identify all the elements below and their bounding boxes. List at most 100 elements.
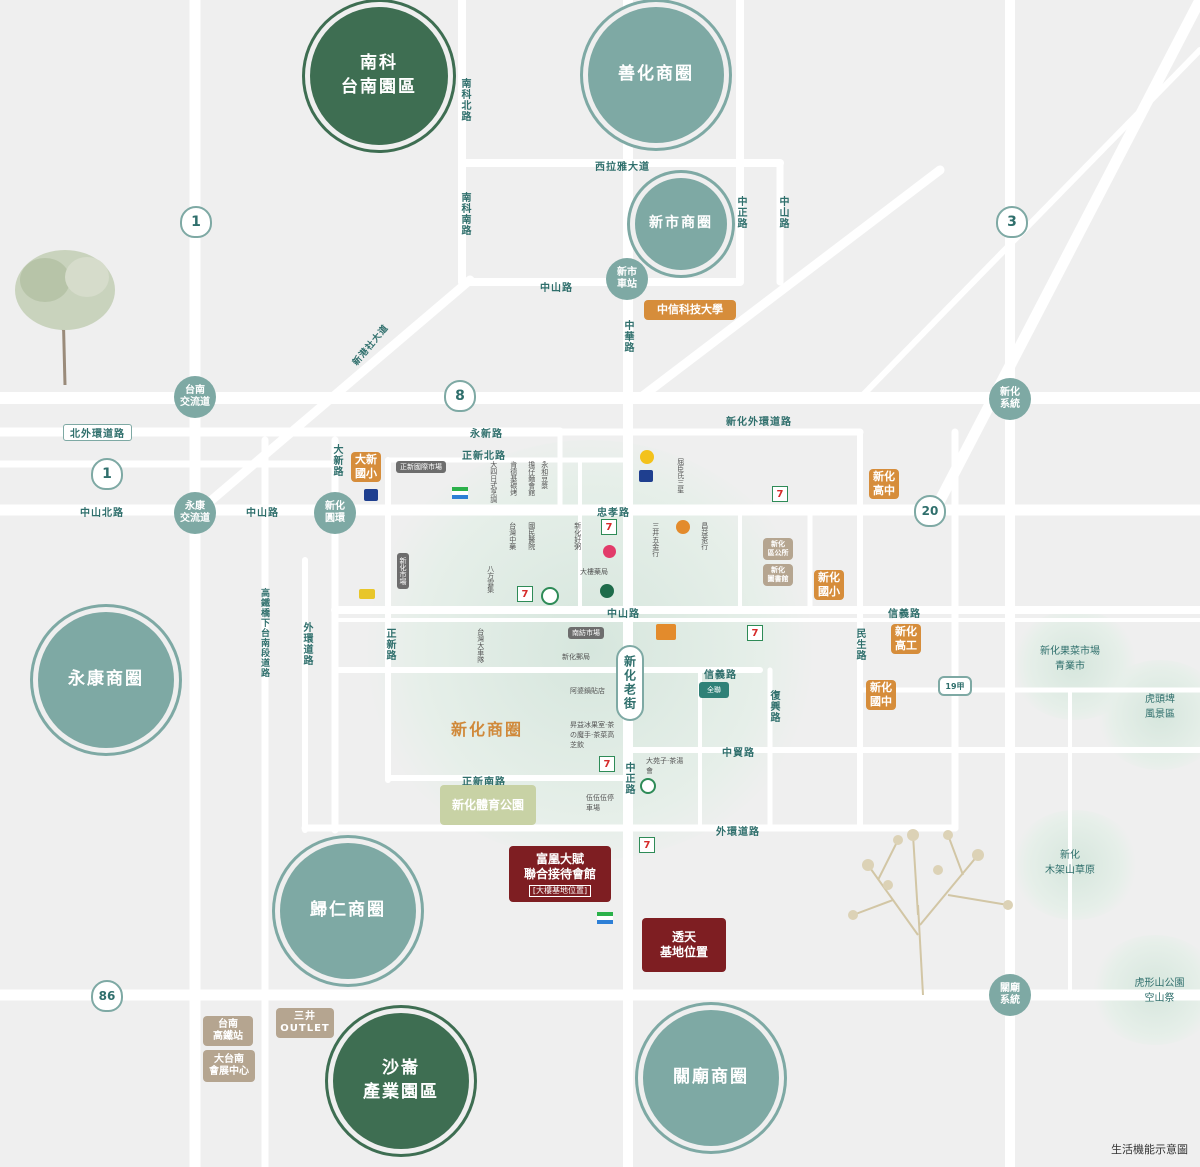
badge-sports-park[interactable]: 新化體育公園	[440, 785, 536, 825]
seven-eleven-icon[interactable]: 7	[601, 519, 617, 535]
food-icon[interactable]	[676, 520, 690, 534]
road-label-zhongzheng-north: 中正路	[735, 196, 746, 229]
shop-label: 阿婆鍋貼店	[570, 687, 605, 695]
badge-chien-kuo-university[interactable]: 中信科技大學	[644, 300, 736, 320]
badge-daxin-elementary[interactable]: 大新 國小	[351, 452, 381, 482]
badge-convention-center[interactable]: 大台南 會展中心	[203, 1050, 255, 1082]
scenic-glow-grassland	[1010, 810, 1140, 920]
food-icon[interactable]	[603, 545, 616, 558]
seven-eleven-icon[interactable]: 7	[772, 486, 788, 502]
node-xinhua-system[interactable]: 新化 系統	[989, 378, 1031, 420]
badge-mitsui-outlet[interactable]: 三井 OUTLET	[276, 1008, 334, 1038]
route-1-shield-top: 1	[180, 206, 212, 238]
family-mart-icon[interactable]	[452, 487, 468, 499]
badge-xinhua-elementary[interactable]: 新化 國小	[814, 570, 844, 600]
seven-eleven-icon[interactable]: 7	[517, 586, 533, 602]
road-label-daxin: 大新路	[331, 444, 342, 477]
seven-eleven-icon[interactable]: 7	[639, 837, 655, 853]
shop-label: 肯德基碳烤	[509, 461, 518, 496]
grocery-icon[interactable]	[640, 778, 656, 794]
node-guanmiao-system[interactable]: 關廟 系統	[989, 974, 1031, 1016]
grocery-icon[interactable]	[541, 587, 559, 605]
badge-xinhua-vocational[interactable]: 新化 高工	[891, 624, 921, 654]
family-mart-icon[interactable]	[597, 912, 613, 924]
road-label-xinhua-outer: 新化外環道路	[726, 417, 792, 428]
ring-yongkang[interactable]: 永康商圈	[38, 612, 174, 748]
road-label-zhongxiao: 忠孝路	[597, 508, 630, 519]
badge-xinhua-junior-high[interactable]: 新化 國中	[866, 680, 896, 710]
road-label-minsheng: 民生路	[854, 628, 865, 661]
scenic-market: 新化果菜市場 青業市	[1040, 646, 1100, 672]
coffee-shop-icon[interactable]	[600, 584, 614, 598]
road-label-north-outer: 北外環道路	[63, 424, 132, 441]
road-label-silaya: 西拉雅大道	[595, 162, 650, 173]
ring-xinshi[interactable]: 新市商圈	[635, 178, 727, 270]
shop-icon[interactable]	[359, 589, 375, 599]
node-xinshi-station[interactable]: 新市 車站	[606, 258, 648, 300]
road-label-zhongshan-center: 中山路	[607, 609, 640, 620]
shop-label: 八方雲集	[486, 565, 495, 593]
road-label-yongxin: 永新路	[470, 429, 503, 440]
shop-label: 昌益茶行	[700, 522, 709, 550]
pill-market-3[interactable]: 新化市場	[397, 553, 409, 589]
road-label-nanke-south: 南科南路	[459, 192, 470, 236]
mcdonalds-icon[interactable]	[640, 450, 654, 464]
road-label-zhengxin-south: 正新南路	[462, 777, 506, 788]
road-label-outer-ring-south: 外環道路	[716, 827, 760, 838]
pill-market-1[interactable]: 正新國際市場	[396, 461, 446, 473]
badge-xinhua-library[interactable]: 新化 圖書館	[763, 564, 793, 586]
route-19-shield: 19甲	[938, 676, 972, 696]
ring-shanao[interactable]: 沙崙 產業園區	[333, 1013, 469, 1149]
ring-guanmiao[interactable]: 關廟商圈	[643, 1010, 779, 1146]
route-1-shield: 1	[91, 458, 123, 490]
shop-icon[interactable]	[639, 470, 653, 482]
road-label-zhongzheng-south: 中正路	[623, 762, 634, 795]
reception-name: 富凰大賦	[535, 851, 584, 866]
node-yongkang-ic[interactable]: 永康 交流道	[174, 492, 216, 534]
freeway-diagonal	[929, 0, 1200, 516]
node-xinhua-circle[interactable]: 新化 圓環	[314, 492, 356, 534]
footnote: 生活機能示意圖	[1111, 1143, 1188, 1156]
xinhua-district-label: 新化商圈	[451, 720, 524, 739]
badge-tainan-hsr-station[interactable]: 台南 高鐵站	[203, 1016, 253, 1046]
pill-pxmart[interactable]: 全聯	[699, 682, 729, 698]
road-label-zhongshan-north: 中山路	[777, 196, 788, 229]
ring-shanhua[interactable]: 善化商圈	[588, 7, 724, 143]
shop-label: 永和豆漿	[540, 461, 549, 489]
ring-nanke[interactable]: 南科 台南園區	[310, 7, 448, 145]
shop-label: 新化郵局	[562, 653, 590, 661]
shop-label: 台灣中藥	[508, 522, 517, 550]
reception-note: [大樓基地位置]	[528, 884, 592, 897]
route-20-shield: 20	[914, 495, 946, 527]
road-label-xinyi-east: 信義路	[888, 609, 921, 620]
seven-eleven-icon[interactable]: 7	[747, 625, 763, 641]
road-label-zhongshan-north-rd: 中山北路	[80, 508, 124, 519]
road-label-zhongshan-west: 中山路	[246, 508, 279, 519]
road-label-hsr: 高鐵橋下台南段道路	[259, 588, 269, 678]
xingang-avenue	[195, 275, 475, 515]
road-label-zhonghua: 中華路	[622, 320, 633, 353]
route-86-shield: 86	[91, 980, 123, 1012]
badge-xinhua-district-office[interactable]: 新化 區公所	[763, 538, 793, 560]
road-label-fuxing: 復興路	[768, 690, 779, 723]
shop-label: 屈臣氏三星	[676, 458, 685, 493]
shop-label: 國民醫院	[527, 522, 536, 550]
shop-icon[interactable]	[656, 624, 676, 640]
road-label-zhengxin-north: 正新北路	[462, 451, 506, 462]
xinhua-old-street[interactable]: 新化老街	[616, 645, 644, 721]
ring-guiren[interactable]: 歸仁商圈	[280, 843, 416, 979]
route-8-shield: 8	[444, 380, 476, 412]
shop-icon[interactable]	[364, 489, 378, 501]
node-tainan-ic[interactable]: 台南 交流道	[174, 376, 216, 418]
seven-eleven-icon[interactable]: 7	[599, 756, 615, 772]
reception-center-site[interactable]: 富凰大賦 聯合接待會館 [大樓基地位置]	[509, 846, 611, 902]
townhouse-site[interactable]: 透天 基地位置	[642, 918, 726, 972]
pill-market-2[interactable]: 南紡市場	[568, 627, 604, 639]
shop-label: 台灣大車隊	[476, 628, 485, 663]
shop-label: 三井五金行	[651, 522, 660, 557]
townhouse-name: 透天	[671, 930, 696, 944]
shop-label: 伍伍伍停車場	[586, 794, 614, 812]
badge-xinhua-high[interactable]: 新化 高中	[869, 469, 899, 499]
